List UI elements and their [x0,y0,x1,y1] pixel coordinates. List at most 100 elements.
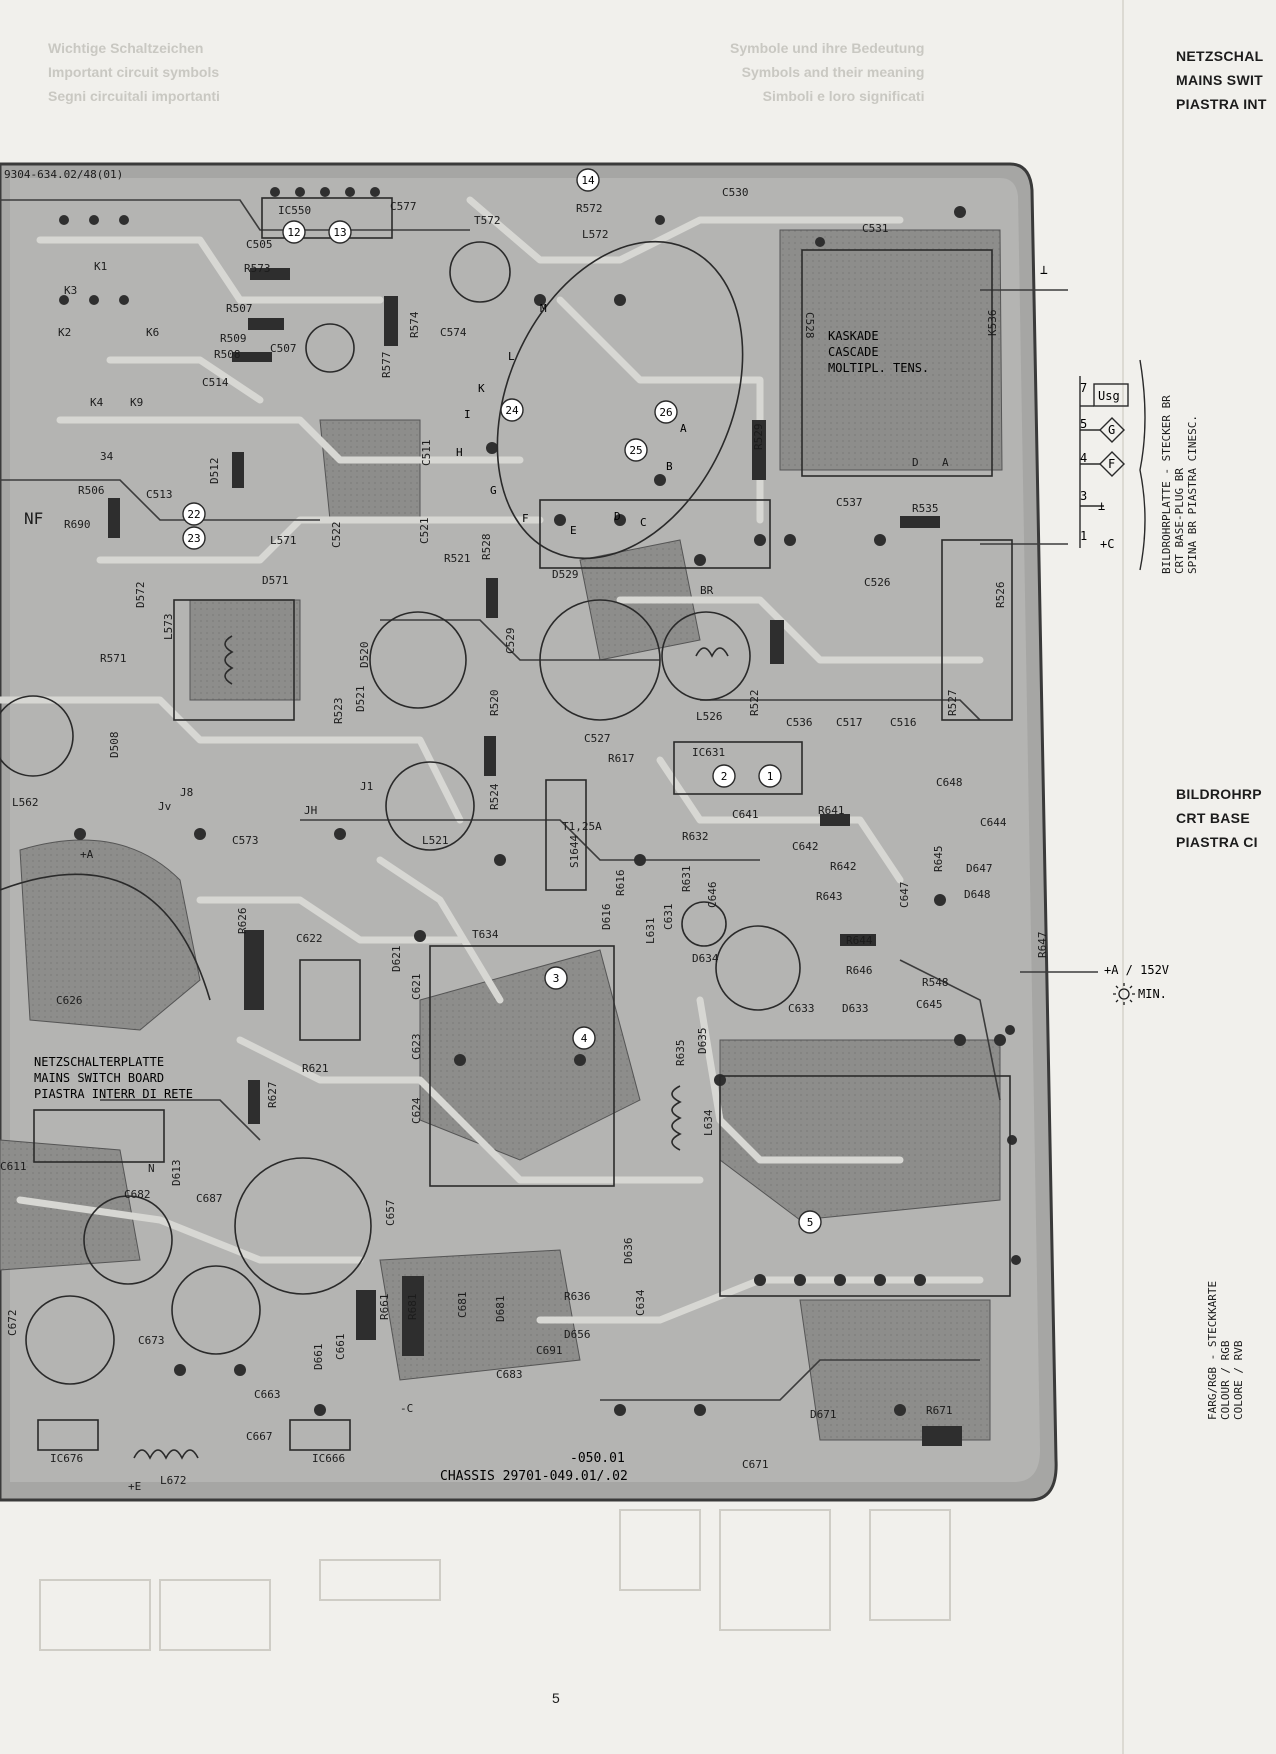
svg-text:A: A [680,422,687,435]
label-r571: R571 [100,652,127,665]
pin-number: 1 [1080,529,1087,543]
thin-traces [0,199,1098,1401]
callout-13: 13 [333,226,346,239]
label-c536: C536 [786,716,813,729]
callout-2: 2 [721,770,728,783]
label-d529: D529 [552,568,579,581]
label-r572: R572 [576,202,603,215]
label-d635: D635 [696,1028,709,1055]
label-d661: D661 [312,1344,325,1371]
label-d613: D613 [170,1160,183,1187]
callout-4: 4 [581,1032,588,1045]
label-j8: J8 [180,786,193,799]
pin-signal: +C [1100,537,1114,551]
label-r661: R661 [378,1294,391,1321]
label-plus-e: +E [128,1480,141,1493]
label-r524: R524 [488,783,501,810]
svg-text:I: I [464,408,471,421]
label-d: D [912,456,919,469]
header-line: PIASTRA CI [1176,834,1258,850]
callout-numbers: 14 12 13 24 25 26 22 23 2 1 3 4 5 [187,174,813,1229]
svg-text:C: C [640,516,647,529]
label-k536: K536 [986,310,999,337]
svg-text:M: M [540,302,547,315]
label-d521: D521 [354,686,367,713]
label-r645: R645 [932,846,945,873]
label-d647: D647 [966,862,993,875]
label-r690: R690 [64,518,91,531]
label-ic550: IC550 [278,204,311,217]
svg-text:PIASTRA INTERR DI RETE: PIASTRA INTERR DI RETE [34,1087,193,1101]
label-r573: R573 [244,262,271,275]
callout-5: 5 [807,1216,814,1229]
label-c657: C657 [384,1200,397,1227]
svg-text:K: K [478,382,485,395]
label-c521: C521 [418,518,431,545]
label-d621: D621 [390,946,403,973]
label-r632: R632 [682,830,709,843]
label-d571: D571 [262,574,289,587]
label-c661: C661 [334,1334,347,1361]
label-s1644: S1644 [568,835,581,868]
label-r626: R626 [236,908,249,935]
label-r509: R509 [220,332,247,345]
label-r529: R529 [752,424,765,451]
label-plus-a: +A [80,848,94,861]
callout-23: 23 [187,532,200,545]
label-c624: C624 [410,1097,423,1124]
svg-text:MAINS SWITCH BOARD: MAINS SWITCH BOARD [34,1071,164,1085]
pin-number: 4 [1080,451,1087,465]
label-t572: T572 [474,214,501,227]
label-l521: L521 [422,834,449,847]
socket-pin-letters: MLK IHG FED CBA [456,302,687,537]
label-c642: C642 [792,840,819,853]
label-r647: R647 [1036,932,1049,959]
svg-text:H: H [456,446,463,459]
label-r506: R506 [78,484,105,497]
label-r681: R681 [406,1294,419,1321]
pin-number: 7 [1080,381,1087,395]
callout-3: 3 [553,972,560,985]
label-d634: D634 [692,952,719,965]
callout-22: 22 [187,508,200,521]
voltage-min: MIN. [1138,987,1167,1001]
ghost-lower-print [39,1509,951,1651]
label-k9: K9 [130,396,143,409]
label-c507: C507 [270,342,297,355]
label-d648: D648 [964,888,991,901]
label-r642: R642 [830,860,857,873]
label-c517: C517 [836,716,863,729]
voltage-note: +A / 152V MIN. [1104,963,1169,1001]
svg-text:E: E [570,524,577,537]
label-c529: C529 [504,628,517,655]
label-l562: L562 [12,796,39,809]
callout-1: 1 [767,770,774,783]
label-c682: C682 [124,1188,151,1201]
callout-14: 14 [581,174,595,187]
label-c623: C623 [410,1034,423,1061]
label-r646: R646 [846,964,873,977]
ghost-legend-right-line: Simboli e loro significati [762,88,925,104]
mains-board-label: NETZSCHALTERPLATTE MAINS SWITCH BOARD PI… [34,1055,193,1101]
label-c611: C611 [0,1160,27,1173]
label-c516: C516 [890,716,917,729]
chassis-variant: -050.01 [570,1451,625,1466]
svg-text:L: L [508,350,515,363]
svg-text:F: F [522,512,529,525]
label-minus-c: -C [400,1402,413,1415]
label-d671: D671 [810,1408,837,1421]
label-r523: R523 [332,698,345,725]
label-c574: C574 [440,326,467,339]
pin-signal: G [1108,423,1115,437]
label-d512: D512 [208,458,221,485]
label-c648: C648 [936,776,963,789]
pin-number: 5 [1080,417,1087,431]
label-a: A [942,456,949,469]
svg-text:D: D [614,510,621,523]
label-r641: R641 [818,804,845,817]
label-c672: C672 [6,1310,19,1337]
svg-text:B: B [666,460,673,473]
label-r521: R521 [444,552,471,565]
label-c667: C667 [246,1430,273,1443]
ghost-legend-left-line: Segni circuitali importanti [48,88,220,104]
